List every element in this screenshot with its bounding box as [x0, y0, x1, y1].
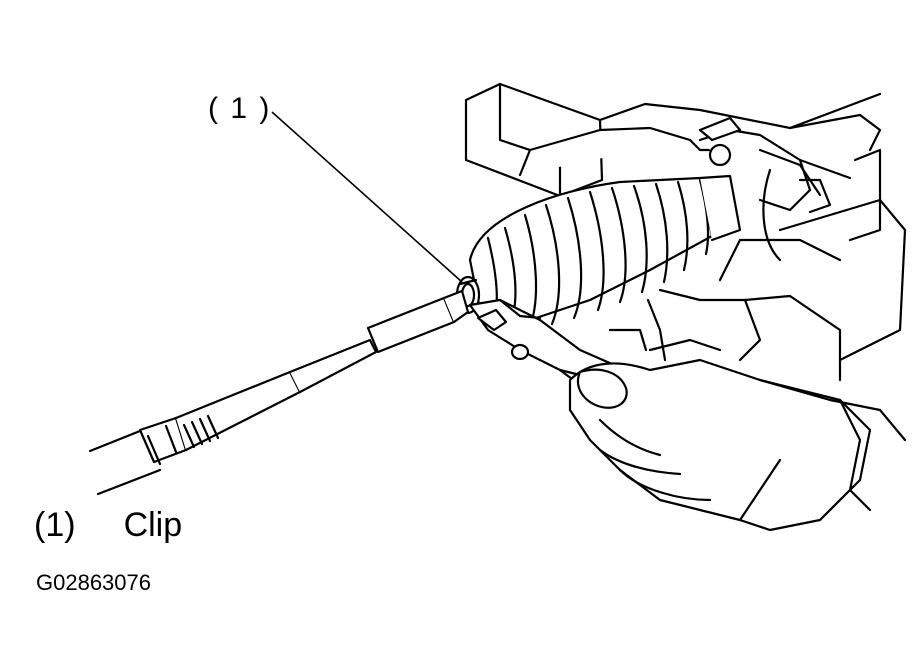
legend: (1) Clip [34, 506, 182, 545]
boot-bellows [468, 174, 742, 328]
callout-leader [271, 111, 463, 283]
figure-id: G02863076 [36, 570, 151, 595]
tie-rod [88, 289, 470, 496]
gear-housing [464, 82, 907, 382]
hand [568, 338, 907, 532]
legend-number: (1) [34, 506, 76, 544]
callout-label: ( 1 ) [208, 92, 272, 125]
legend-text: Clip [123, 506, 183, 544]
